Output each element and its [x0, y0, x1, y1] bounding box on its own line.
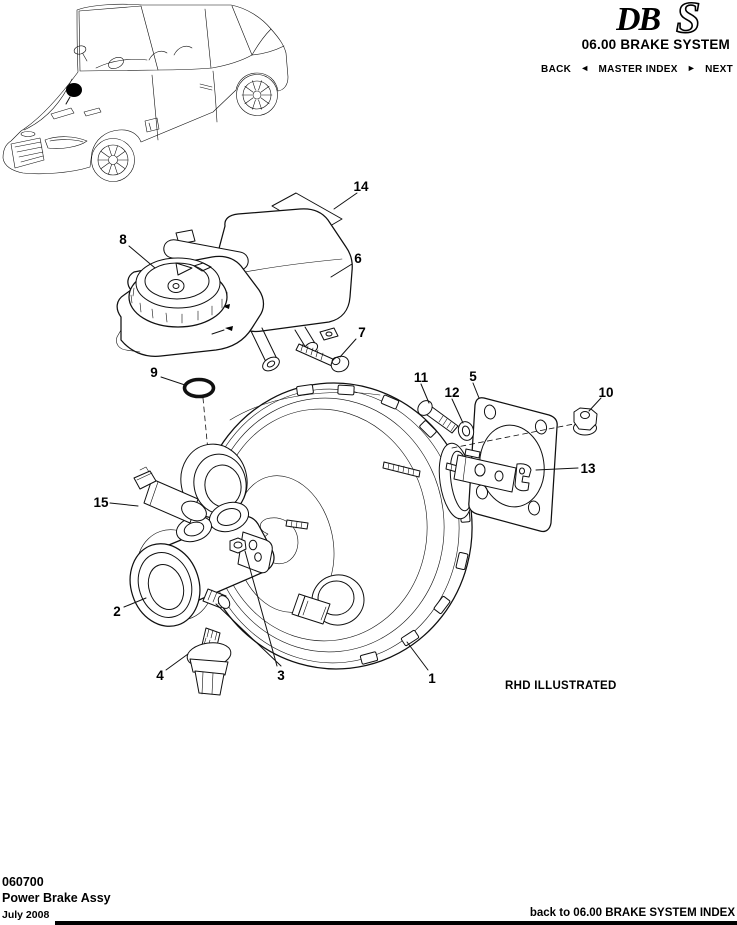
- stud: [417, 400, 459, 434]
- callout-4: 4: [156, 668, 164, 683]
- brake-booster: [180, 382, 474, 670]
- next-link[interactable]: NEXT: [705, 64, 733, 75]
- cap-warning-icons: [167, 262, 212, 293]
- page-title: 06.00 BRAKE SYSTEM: [581, 37, 730, 52]
- dbs-logo: DB S: [615, 0, 736, 43]
- part-name: Power Brake Assy: [2, 891, 111, 905]
- back-arrow-icon[interactable]: ◄: [580, 63, 590, 73]
- callout-13: 13: [580, 461, 596, 476]
- clevis-and-clip: [445, 448, 532, 493]
- booster-location-dot: [65, 83, 82, 105]
- car-illustration: [2, 3, 289, 182]
- solenoid: [133, 466, 207, 524]
- issue-date: July 2008: [2, 909, 50, 921]
- logo-s-swoosh: S: [676, 1, 700, 39]
- callout-5: 5: [469, 369, 477, 384]
- callout-3: 3: [277, 668, 285, 683]
- callout-10: 10: [598, 385, 613, 400]
- nav-bar: BACK ◄ MASTER INDEX ► NEXT: [535, 63, 733, 75]
- rhd-note: RHD ILLUSTRATED: [505, 680, 617, 692]
- callout-15: 15: [93, 495, 109, 510]
- nut: [573, 407, 598, 436]
- next-arrow-icon[interactable]: ►: [686, 63, 697, 73]
- part-number: 060700: [2, 875, 44, 889]
- callout-2: 2: [113, 604, 121, 619]
- callout-14: 14: [353, 179, 369, 194]
- master-cylinder: [129, 501, 309, 627]
- leader-lines: [109, 192, 602, 671]
- callout-6: 6: [354, 251, 362, 266]
- pressure-switch: [186, 627, 232, 696]
- vacuum-port: [291, 574, 365, 626]
- callout-7: 7: [358, 325, 366, 340]
- spring-clip: [514, 463, 532, 492]
- back-to-index-link[interactable]: back to 06.00 BRAKE SYSTEM INDEX: [529, 907, 735, 919]
- callout-9: 9: [150, 365, 158, 380]
- bolt: [295, 343, 350, 373]
- footer-rule: [55, 921, 737, 925]
- back-link[interactable]: BACK: [541, 64, 572, 75]
- callout-numbers: 1 2 3 4 5 6 7 8 9 10 11 12 13 14 15: [93, 179, 613, 686]
- washer: [457, 421, 475, 441]
- callout-1: 1: [428, 671, 436, 686]
- callout-12: 12: [444, 385, 459, 400]
- reservoir-cap: [128, 257, 228, 328]
- callout-8: 8: [119, 232, 127, 247]
- master-index-link[interactable]: MASTER INDEX: [598, 64, 678, 75]
- callout-11: 11: [414, 370, 429, 385]
- o-ring: [182, 377, 216, 399]
- logo-db-text: DB: [616, 1, 661, 38]
